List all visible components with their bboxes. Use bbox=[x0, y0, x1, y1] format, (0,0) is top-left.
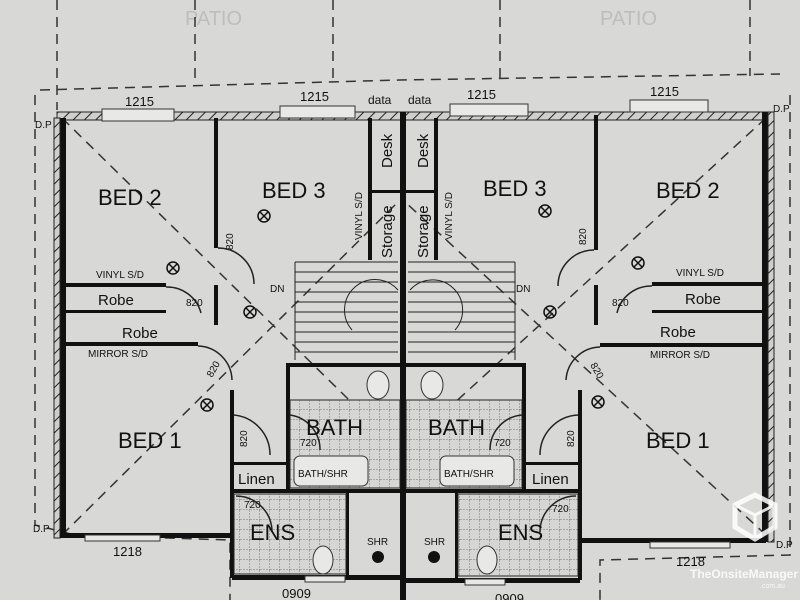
toilet-ens-right bbox=[476, 545, 498, 575]
svg-text:720: 720 bbox=[552, 504, 569, 515]
bath-shr-left: BATH/SHR bbox=[298, 469, 348, 480]
watermark-domain: .com.au bbox=[760, 583, 785, 590]
shr-left: SHR bbox=[367, 537, 388, 548]
mirror-sd-right: MIRROR S/D bbox=[650, 350, 710, 361]
dn-right: DN bbox=[516, 284, 530, 295]
room-bed2-left: BED 2 bbox=[98, 185, 162, 210]
svg-text:720: 720 bbox=[244, 500, 261, 511]
window bbox=[449, 103, 529, 117]
dim-window-3: 1215 bbox=[467, 87, 496, 102]
downpipe-bottom-left: D.P bbox=[33, 524, 50, 535]
ens-floor-right bbox=[457, 493, 579, 577]
room-ens-left: ENS bbox=[250, 520, 295, 545]
dim-window-bottom-left: 1218 bbox=[113, 544, 142, 559]
bath-shr-right: BATH/SHR bbox=[444, 469, 494, 480]
mirror-sd-left: MIRROR S/D bbox=[88, 349, 148, 360]
walls bbox=[53, 111, 775, 600]
vinyl-sd-right-vertical: VINYL S/D bbox=[444, 192, 455, 240]
svg-text:820: 820 bbox=[578, 228, 589, 245]
svg-text:820: 820 bbox=[587, 361, 605, 381]
room-bed3-right: BED 3 bbox=[483, 176, 547, 201]
dim-window-1: 1215 bbox=[125, 94, 154, 109]
room-bath-left: BATH bbox=[306, 415, 363, 440]
shr-right: SHR bbox=[424, 537, 445, 548]
patio-label: PATIO bbox=[600, 8, 657, 30]
room-bed1-right: BED 1 bbox=[646, 428, 710, 453]
svg-text:820: 820 bbox=[205, 359, 223, 379]
storage-right: Storage bbox=[415, 205, 432, 258]
robe-upper-left: Robe bbox=[98, 292, 134, 309]
watermark-logo: TheOnsiteManager .com.au bbox=[690, 492, 798, 590]
dn-left: DN bbox=[270, 284, 284, 295]
bathtub bbox=[293, 455, 369, 487]
room-ens-right: ENS bbox=[498, 520, 543, 545]
dim-window-bottom-right: 1218 bbox=[676, 554, 705, 569]
svg-text:720: 720 bbox=[300, 438, 317, 449]
desk-right: Desk bbox=[415, 133, 432, 168]
bathtub-right bbox=[439, 455, 515, 487]
window bbox=[629, 99, 709, 113]
robe-lower-right: Robe bbox=[660, 324, 696, 341]
downpipe-bottom-right: D.P bbox=[776, 540, 793, 551]
shower-drain-right bbox=[428, 551, 440, 563]
room-bed1-left: BED 1 bbox=[118, 428, 182, 453]
svg-text:820: 820 bbox=[612, 298, 629, 309]
svg-text:820: 820 bbox=[566, 430, 577, 447]
patio-label-left: PATIO bbox=[185, 8, 242, 30]
window bbox=[464, 578, 506, 586]
dim-window-4: 1215 bbox=[650, 84, 679, 99]
window bbox=[649, 541, 731, 549]
linen-right: Linen bbox=[532, 471, 569, 488]
dim-window-2: 1215 bbox=[300, 89, 329, 104]
room-bed2-right: BED 2 bbox=[656, 178, 720, 203]
svg-text:820: 820 bbox=[186, 298, 203, 309]
svg-text:820: 820 bbox=[225, 233, 236, 250]
robe-upper-right: Robe bbox=[685, 291, 721, 308]
robe-lower-left: Robe bbox=[122, 325, 158, 342]
downpipe-top-right: D.P bbox=[773, 104, 790, 115]
storage-left: Storage bbox=[379, 205, 396, 258]
window bbox=[101, 108, 175, 122]
vinyl-sd-left-vertical: VINYL S/D bbox=[354, 192, 365, 240]
linen-left: Linen bbox=[238, 471, 275, 488]
data-point-right: data bbox=[408, 93, 432, 107]
data-point-left: data bbox=[368, 93, 392, 107]
door-swings bbox=[165, 247, 653, 533]
dim-window-ens-left: 0909 bbox=[282, 586, 311, 600]
watermark-brand: TheOnsiteManager bbox=[690, 567, 798, 581]
desk-left: Desk bbox=[379, 133, 396, 168]
shower-drain bbox=[372, 551, 384, 563]
toilet-right bbox=[420, 370, 444, 400]
vinyl-sd-left: VINYL S/D bbox=[96, 270, 144, 281]
room-bed3-left: BED 3 bbox=[262, 178, 326, 203]
vinyl-sd-right: VINYL S/D bbox=[676, 268, 724, 279]
toilet-ens bbox=[312, 545, 334, 575]
light-fittings bbox=[166, 204, 645, 412]
window bbox=[304, 575, 346, 583]
room-bath-right: BATH bbox=[428, 415, 485, 440]
window bbox=[84, 534, 161, 542]
downpipe-top-left: D.P bbox=[35, 120, 52, 131]
dim-window-ens-right: 0909 bbox=[495, 591, 524, 600]
svg-text:820: 820 bbox=[239, 430, 250, 447]
window bbox=[279, 105, 356, 119]
toilet bbox=[366, 370, 390, 400]
svg-text:720: 720 bbox=[494, 438, 511, 449]
stairs bbox=[294, 261, 516, 360]
